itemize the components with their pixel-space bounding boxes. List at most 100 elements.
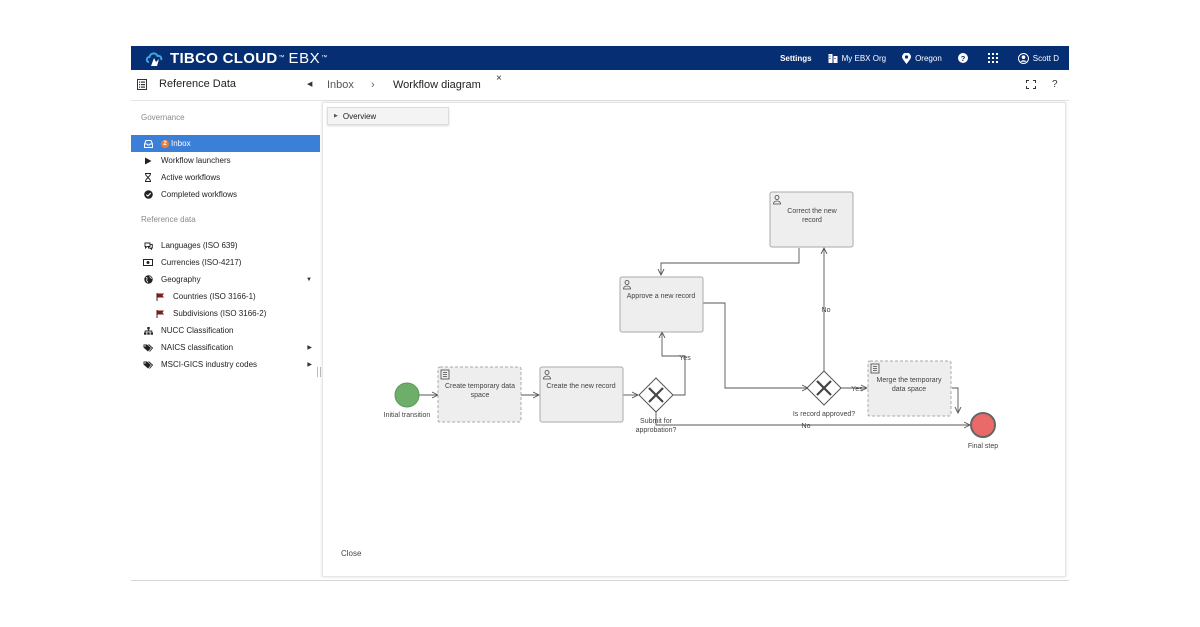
flow-correct-to-approve — [661, 248, 800, 275]
menu-list-icon — [137, 78, 147, 90]
breadcrumb-inbox[interactable]: Inbox — [327, 79, 354, 91]
brand-product-trademark: ™ — [321, 55, 328, 61]
user-name: Scott D — [1032, 53, 1059, 63]
sidebar-item-label: Inbox — [171, 139, 191, 148]
secondary-bar: Reference Data ◀ Inbox › Workflow diagra… — [131, 70, 1069, 101]
chevron-down-icon[interactable]: ▼ — [306, 276, 312, 283]
gateway-label: Submit for — [640, 418, 673, 425]
flow-label-no: No — [802, 423, 811, 430]
flow-label-no: No — [822, 307, 831, 314]
tags-icon — [143, 343, 153, 353]
flow-label-yes: Yes — [851, 386, 863, 393]
sidebar-item-label: Countries (ISO 3166-1) — [173, 292, 256, 301]
sidebar-item-label: Active workflows — [161, 173, 221, 182]
sidebar-item-workflow-launchers[interactable]: Workflow launchers — [131, 152, 320, 169]
check-circle-icon — [143, 190, 153, 200]
sidebar-item-completed-workflows[interactable]: Completed workflows — [131, 186, 320, 203]
tags-icon — [143, 360, 153, 370]
sidebar-item-label: NAICS classification — [161, 343, 234, 352]
sidebar-item-label: NUCC Classification — [161, 326, 234, 335]
play-icon — [143, 156, 153, 166]
user-task-icon — [623, 280, 631, 290]
sidebar-item-countries[interactable]: Countries (ISO 3166-1) — [131, 288, 320, 305]
flow-merge-to-end — [952, 387, 958, 413]
sidebar-item-currencies[interactable]: Currencies (ISO-4217) — [131, 254, 320, 271]
script-task-icon — [440, 369, 450, 380]
region-label: Oregon — [915, 53, 942, 63]
settings-link[interactable]: Settings — [780, 53, 812, 63]
sidebar-resize-handle[interactable] — [317, 367, 321, 377]
sidebar-item-geography[interactable]: Geography ▼ — [131, 271, 320, 288]
sidebar-item-languages[interactable]: Languages (ISO 639) — [131, 237, 320, 254]
sidebar-item-label: Completed workflows — [161, 190, 238, 199]
user-task-icon — [773, 195, 781, 205]
task-label: space — [471, 392, 490, 399]
globe-icon — [143, 275, 153, 285]
sidebar-item-subdivisions[interactable]: Subdivisions (ISO 3166-2) — [131, 305, 320, 322]
breadcrumb-current: Workflow diagram — [393, 79, 481, 91]
flow-submit-yes-to-approve — [662, 332, 686, 396]
org-link[interactable]: My EBX Org — [828, 53, 886, 63]
building-icon — [828, 54, 838, 63]
collapse-sidebar-icon[interactable]: ◀ — [307, 81, 313, 88]
flag-icon — [155, 309, 165, 319]
help-icon[interactable]: ? — [1052, 79, 1058, 90]
task-label: Create the new record — [546, 383, 615, 390]
brand-product: EBX — [288, 49, 321, 67]
gateway-label: approbation? — [636, 427, 677, 434]
apps-button[interactable] — [987, 53, 1002, 63]
help-button[interactable]: ? — [957, 53, 972, 63]
sidebar-item-label: MSCI-GICS industry codes — [161, 360, 258, 369]
task-label: Merge the temporary — [877, 377, 942, 384]
sidebar-item-label: Subdivisions (ISO 3166-2) — [173, 309, 267, 318]
sidebar-item-msci-gics[interactable]: MSCI-GICS industry codes ▶ — [131, 356, 320, 373]
dataspace-title-label: Reference Data — [159, 78, 237, 90]
workflow-diagram-panel: Initial transition Final step Create tem… — [322, 102, 1066, 577]
inbox-icon — [143, 139, 153, 149]
close-tab-icon[interactable]: × — [496, 73, 502, 84]
money-icon — [143, 258, 153, 268]
task-approve-record — [619, 276, 704, 333]
brand-trademark: ™ — [278, 55, 285, 61]
sidebar-item-nucc[interactable]: NUCC Classification — [131, 322, 320, 339]
org-label: My EBX Org — [841, 53, 887, 63]
tibco-cloud-icon — [145, 52, 163, 66]
hourglass-icon — [143, 173, 153, 183]
sidebar-item-naics[interactable]: NAICS classification ▶ — [131, 339, 320, 356]
location-pin-icon — [902, 52, 912, 64]
end-event — [970, 412, 996, 438]
sidebar-item-inbox[interactable]: 2 Inbox — [131, 135, 320, 152]
sidebar-item-label: Workflow launchers — [161, 156, 231, 165]
fullscreen-icon[interactable] — [1026, 80, 1036, 89]
task-label: Approve a new record — [627, 293, 696, 300]
region-link[interactable]: Oregon — [902, 52, 942, 64]
task-create-record — [539, 366, 624, 423]
user-circle-icon — [1017, 52, 1029, 64]
gateway-approved — [806, 370, 842, 406]
overview-label: Overview — [342, 111, 377, 121]
script-task-icon — [870, 363, 880, 374]
end-label: Final step — [968, 443, 998, 450]
start-event — [394, 382, 420, 408]
user-menu[interactable]: Scott D — [1017, 52, 1059, 64]
task-label: Correct the new — [787, 208, 837, 215]
task-label: record — [802, 217, 822, 224]
sidebar-item-label: Geography — [161, 275, 201, 284]
section-reference-data: Reference data — [141, 215, 196, 224]
user-task-icon — [543, 370, 551, 380]
overview-toggle[interactable]: ▶ Overview — [327, 107, 449, 125]
chevron-right-icon[interactable]: ▶ — [307, 345, 312, 351]
sidebar-item-active-workflows[interactable]: Active workflows — [131, 169, 320, 186]
chat-icon — [143, 241, 153, 251]
task-create-temp-space — [437, 366, 522, 423]
dataspace-title[interactable]: Reference Data — [137, 78, 236, 90]
task-label: Create temporary data — [445, 383, 515, 390]
grid-icon — [987, 53, 998, 63]
chevron-right-icon[interactable]: ▶ — [307, 362, 312, 368]
question-circle-icon: ? — [957, 53, 968, 63]
close-button[interactable]: Close — [341, 549, 362, 558]
section-governance: Governance — [141, 113, 185, 122]
